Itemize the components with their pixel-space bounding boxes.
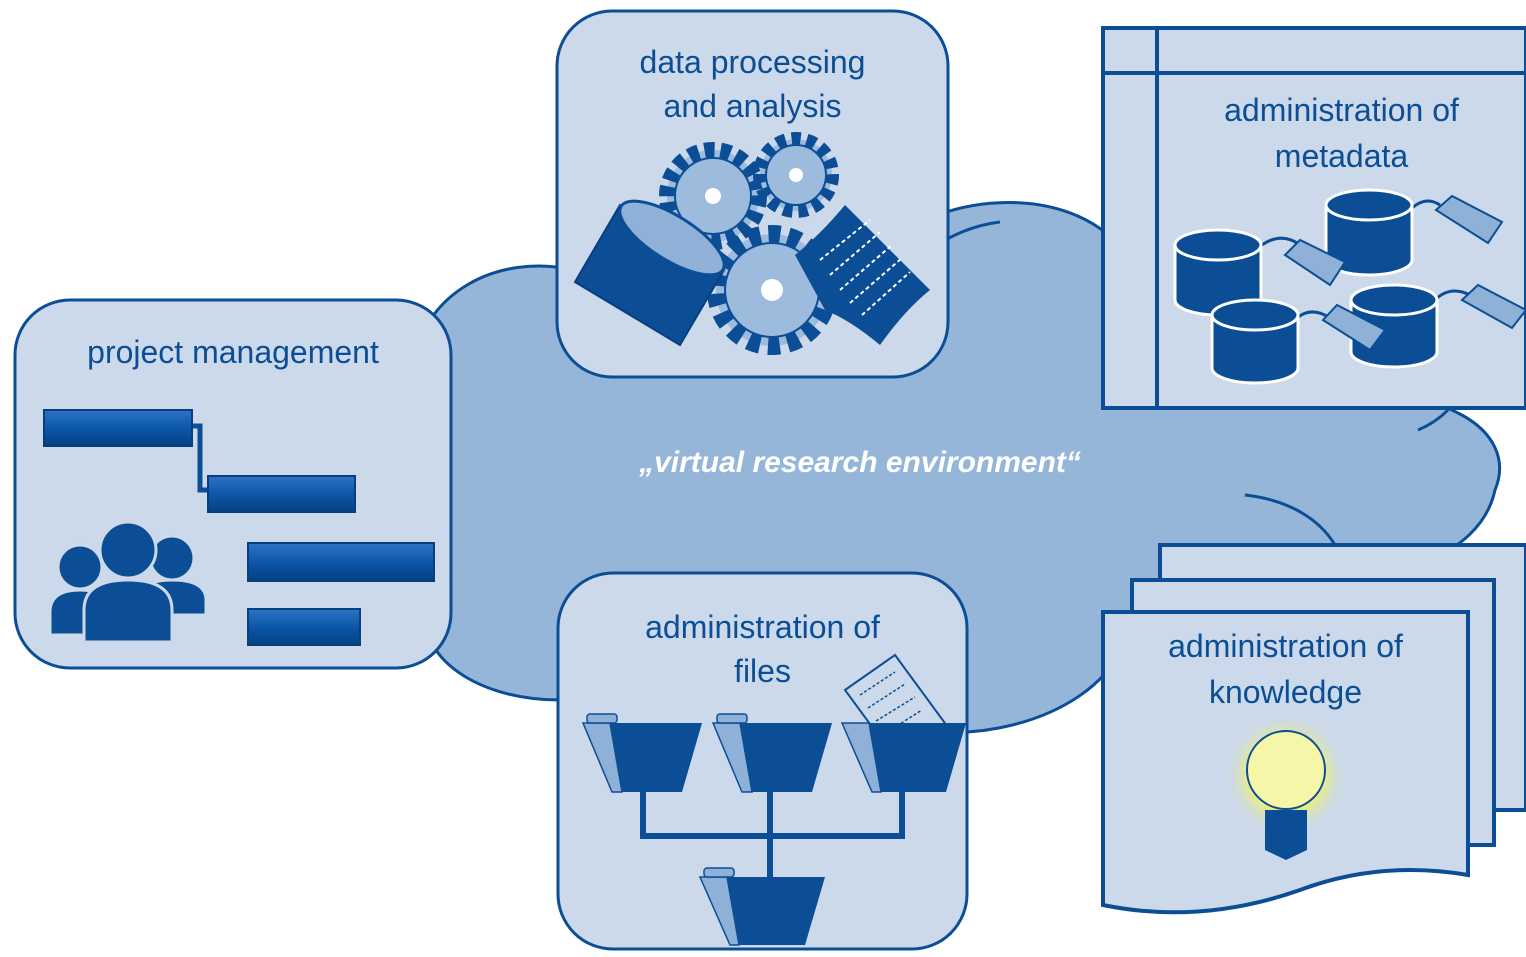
people-icon	[48, 520, 208, 644]
lightbulb-icon	[1224, 713, 1348, 860]
metadata-title-line1: administration of	[1224, 92, 1459, 128]
folder-tree-icon	[581, 653, 966, 946]
document-icon	[795, 205, 930, 345]
files-title-line1: administration of	[645, 609, 880, 645]
project-management-box	[13, 298, 453, 670]
data-processing-title-line2: and analysis	[663, 88, 842, 124]
knowledge-box	[1101, 543, 1526, 915]
project-management-title: project management	[87, 334, 379, 370]
files-box	[556, 571, 969, 951]
metadata-box	[1101, 26, 1526, 410]
knowledge-title-line1: administration of	[1168, 628, 1403, 664]
metadata-title-line2: metadata	[1274, 138, 1409, 174]
center-label: „virtual research environment“	[639, 446, 1081, 479]
linked-database-icons	[1173, 188, 1526, 385]
database-icon	[573, 199, 726, 347]
knowledge-title-line2: knowledge	[1209, 674, 1362, 710]
data-processing-box	[555, 9, 950, 379]
files-title-line2: files	[734, 653, 791, 689]
data-processing-title-line1: data processing	[639, 44, 866, 80]
gantt-chart-icon	[43, 409, 435, 646]
